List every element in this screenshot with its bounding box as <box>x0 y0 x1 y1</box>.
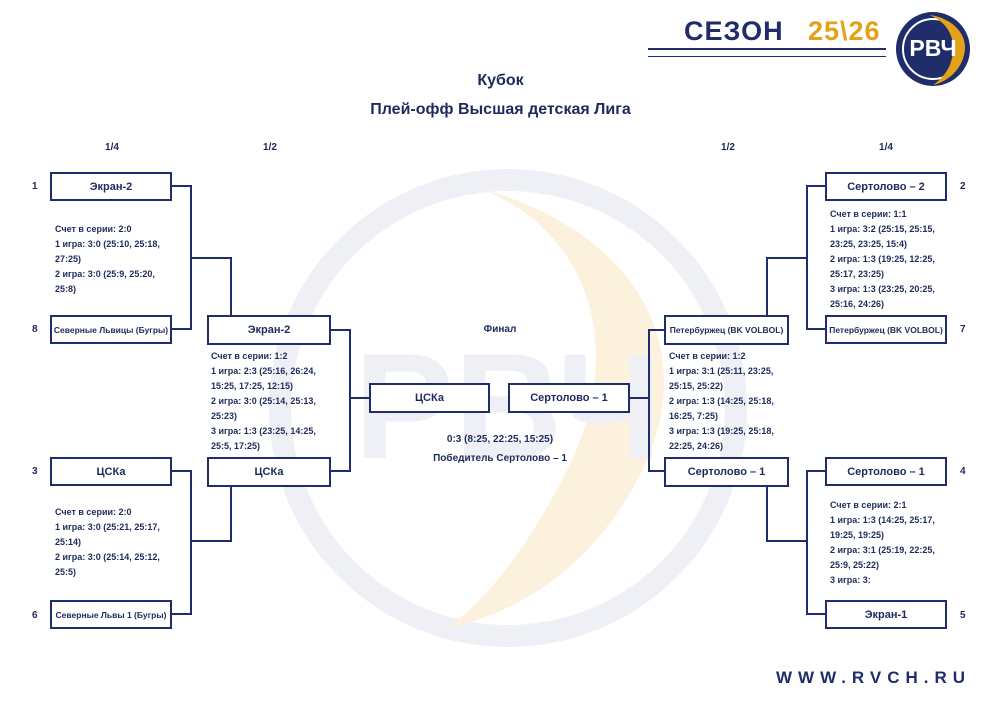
bracket-line <box>331 329 351 331</box>
seed-number: 6 <box>32 610 38 621</box>
seed-number: 5 <box>960 610 966 621</box>
bracket-line <box>648 329 650 472</box>
team-box-left-sf-bottom[interactable]: ЦСКа <box>207 457 331 487</box>
bracket-line <box>806 470 826 472</box>
final-team-right[interactable]: Сертолово – 1 <box>508 383 630 413</box>
bracket-line <box>190 470 192 615</box>
team-box-left-qf2-top[interactable]: ЦСКа <box>50 457 172 486</box>
bracket-line <box>190 540 232 542</box>
team-box-right-sf-bottom[interactable]: Сертолово – 1 <box>664 457 789 487</box>
seed-number: 1 <box>32 181 38 192</box>
seed-number: 8 <box>32 324 38 335</box>
team-box-left-sf-top[interactable]: Экран-2 <box>207 315 331 345</box>
bracket-line <box>806 328 826 330</box>
bracket-line <box>331 470 351 472</box>
team-box-left-qf1-top[interactable]: Экран-2 <box>50 172 172 201</box>
round-label-right-qf: 1/4 <box>879 142 893 153</box>
team-box-right-qf1-bottom[interactable]: Петербуржец (BK VOLBOL) <box>825 315 947 344</box>
bracket-line <box>349 329 351 472</box>
page-title: Кубок <box>477 72 524 89</box>
bracket-line <box>230 257 232 316</box>
bracket-line <box>172 613 192 615</box>
bracket-line <box>806 185 826 187</box>
final-label: Финал <box>483 324 517 335</box>
final-score: 0:3 (8:25, 22:25, 15:25) <box>446 434 554 445</box>
page-subtitle: Плей-офф Высшая детская Лига <box>370 101 631 118</box>
team-box-left-qf1-bottom[interactable]: Северные Львицы (Бугры) <box>50 315 172 344</box>
bracket-line <box>172 328 192 330</box>
round-label-left-sf: 1/2 <box>263 142 277 153</box>
final-winner: Победитель Сертолово – 1 <box>433 453 567 464</box>
bracket-line <box>190 257 232 259</box>
rvch-logo: РВЧ <box>893 9 973 89</box>
bracket-line <box>766 257 808 259</box>
final-team-left[interactable]: ЦСКа <box>369 383 490 413</box>
bracket-line <box>766 540 808 542</box>
season-years: 25\26 <box>808 16 881 46</box>
logo-text: РВЧ <box>909 35 957 61</box>
seed-number: 3 <box>32 466 38 477</box>
round-label-left-qf: 1/4 <box>105 142 119 153</box>
team-box-right-qf2-top[interactable]: Сертолово – 1 <box>825 457 947 486</box>
bracket-line <box>806 470 808 615</box>
bracket-line <box>806 613 826 615</box>
header-rule-2 <box>648 56 886 57</box>
header-rule <box>648 48 886 50</box>
bracket-line <box>648 329 665 331</box>
seed-number: 7 <box>960 324 966 335</box>
bracket-line <box>172 470 192 472</box>
team-box-right-qf1-top[interactable]: Сертолово – 2 <box>825 172 947 201</box>
team-box-right-sf-top[interactable]: Петербуржец (BK VOLBOL) <box>664 315 789 345</box>
bracket-line <box>806 185 808 330</box>
seed-number: 2 <box>960 181 966 192</box>
season-label: СЕЗОН <box>684 16 784 46</box>
bracket-line <box>630 397 650 399</box>
team-box-right-qf2-bottom[interactable]: Экран-1 <box>825 600 947 629</box>
bracket-line <box>766 487 768 542</box>
bracket-line <box>349 397 369 399</box>
team-box-left-qf2-bottom[interactable]: Северные Львы 1 (Бугры) <box>50 600 172 629</box>
round-label-right-sf: 1/2 <box>721 142 735 153</box>
website-link[interactable]: WWW.RVCH.RU <box>776 668 972 687</box>
bracket-line <box>766 257 768 315</box>
bracket-line <box>230 486 232 542</box>
seed-number: 4 <box>960 466 966 477</box>
bracket-line <box>172 185 192 187</box>
bracket-line <box>648 470 665 472</box>
